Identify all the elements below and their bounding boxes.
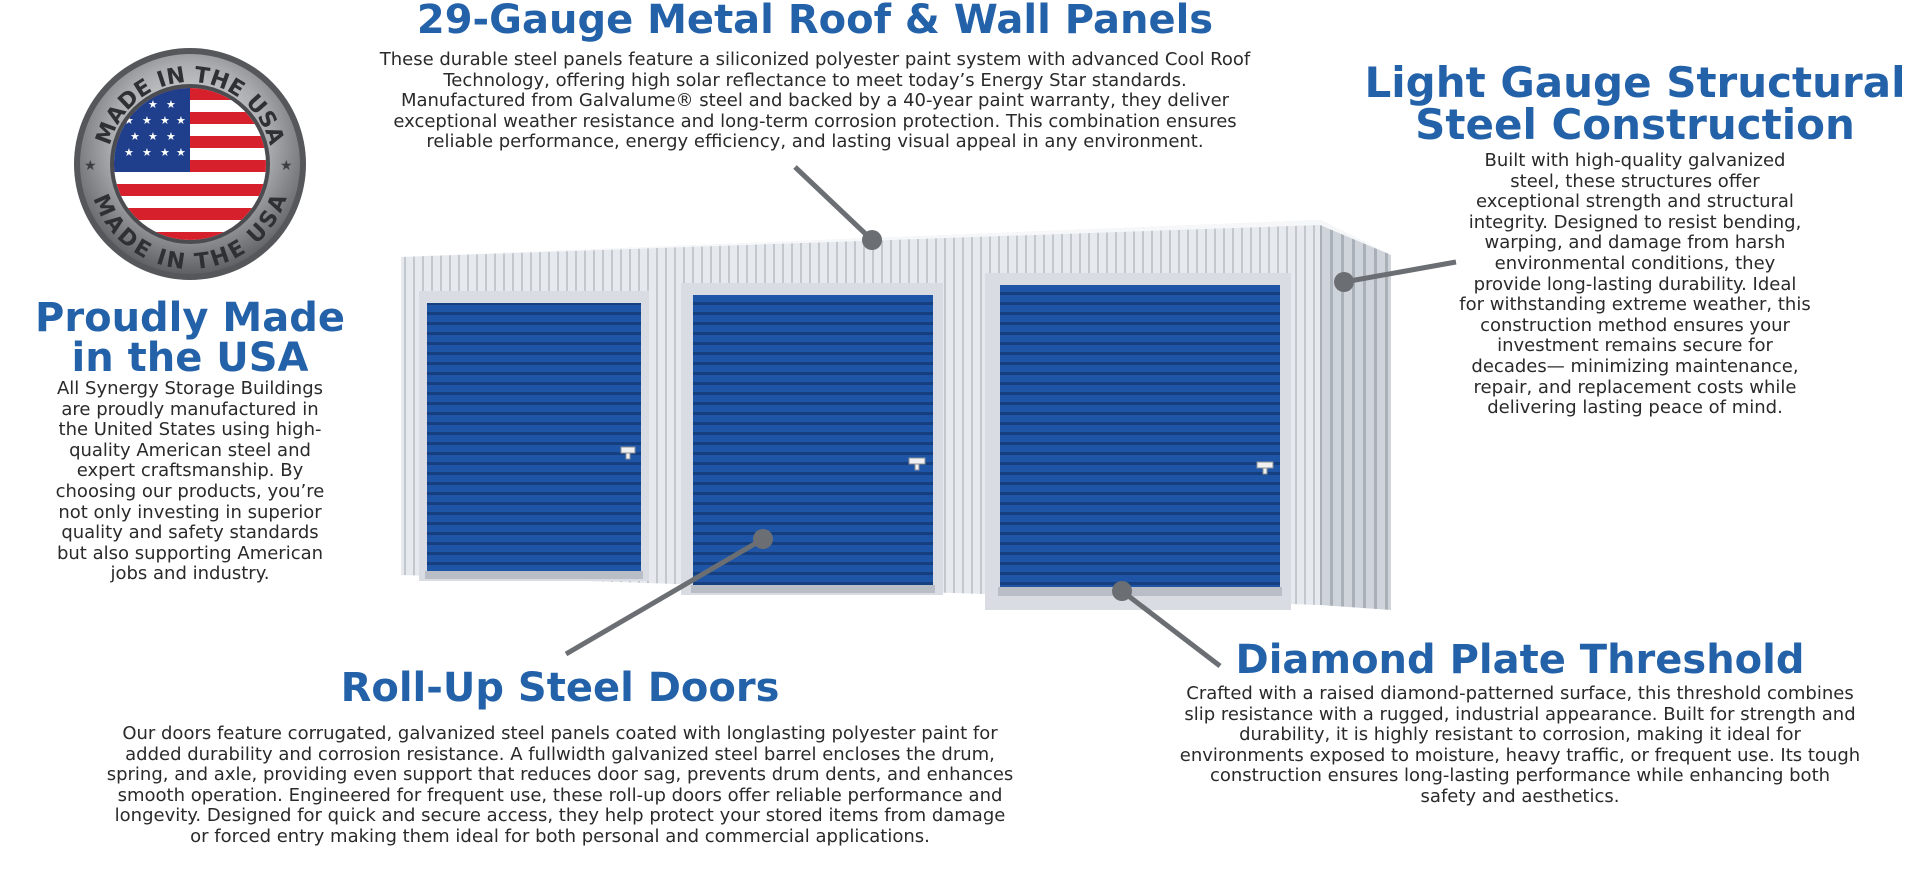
- text-line: the United States using high-: [58, 419, 322, 441]
- made-in-usa-description: All Synergy Storage Buildings are proudl…: [20, 378, 360, 585]
- roll-up-doors-description: Our doors feature corrugated, galvanized…: [40, 723, 1080, 848]
- svg-text:★: ★: [160, 146, 170, 159]
- text-line: quality and safety standards: [61, 522, 319, 544]
- svg-text:★: ★: [142, 146, 152, 159]
- text-line: Technology, offering high solar reflecta…: [443, 69, 1187, 91]
- text-line: environmental conditions, they: [1494, 252, 1776, 274]
- text-line: or forced entry making them ideal for bo…: [190, 825, 930, 847]
- text-line: All Synergy Storage Buildings: [56, 378, 324, 399]
- svg-text:★: ★: [124, 114, 134, 127]
- text-line: construction ensures long-lasting perfor…: [1209, 765, 1831, 787]
- text-line: durability, it is highly resistant to co…: [1239, 724, 1801, 746]
- threshold-description: Crafted with a raised diamond-patterned …: [1140, 683, 1900, 808]
- text-line: choosing our products, you’re: [55, 480, 325, 502]
- roof-panels-description: These durable steel panels feature a sil…: [300, 49, 1330, 153]
- svg-text:★: ★: [280, 158, 293, 174]
- made-in-usa-title: Proudly Made in the USA: [20, 298, 360, 378]
- roll-up-door-3: [1000, 285, 1280, 590]
- text-line: for withstanding extreme weather, this: [1459, 294, 1811, 316]
- text-line: are proudly manufactured in: [61, 398, 319, 420]
- text-line: exceptional strength and structural: [1476, 191, 1794, 213]
- svg-text:★: ★: [176, 114, 186, 127]
- text-line: Manufactured from Galvalume® steel and b…: [400, 90, 1230, 112]
- text-line: quality American steel and: [69, 439, 311, 461]
- text-line: steel, these structures offer: [1510, 170, 1760, 192]
- text-line: environments exposed to moisture, heavy …: [1179, 744, 1861, 766]
- text-line: construction method ensures your: [1480, 314, 1790, 336]
- text-line: Built with high-quality galvanized: [1484, 150, 1786, 171]
- text-line: integrity. Designed to resist bending,: [1468, 211, 1802, 233]
- roll-up-doors-title: Roll-Up Steel Doors: [340, 665, 780, 711]
- svg-text:★: ★: [148, 98, 158, 111]
- text-line: slip resistance with a rugged, industria…: [1184, 703, 1856, 725]
- svg-text:★: ★: [176, 146, 186, 159]
- text-line: jobs and industry.: [110, 563, 270, 585]
- storage-building-illustration: [401, 220, 1391, 610]
- svg-text:★: ★: [160, 114, 170, 127]
- text-line: added durability and corrosion resistanc…: [125, 743, 995, 765]
- text-line: Our doors feature corrugated, galvanized…: [122, 723, 998, 744]
- text-line: but also supporting American: [56, 542, 324, 564]
- text-line: These durable steel panels feature a sil…: [379, 49, 1251, 70]
- text-line: repair, and replacement costs while: [1473, 376, 1797, 398]
- text-line: provide long-lasting durability. Ideal: [1473, 273, 1797, 295]
- text-line: smooth operation. Engineered for frequen…: [117, 784, 1003, 806]
- title-line: Light Gauge Structural: [1364, 58, 1906, 107]
- svg-text:★: ★: [124, 146, 134, 159]
- text-line: Crafted with a raised diamond-patterned …: [1186, 683, 1854, 704]
- text-line: exceptional weather resistance and long-…: [393, 110, 1237, 132]
- title-line: Steel Construction: [1415, 100, 1855, 149]
- roll-up-door-2: [693, 295, 933, 587]
- text-line: decades— minimizing maintenance,: [1471, 355, 1799, 377]
- text-line: longevity. Designed for quick and secure…: [114, 805, 1006, 827]
- text-line: safety and aesthetics.: [1420, 785, 1620, 807]
- text-line: warping, and damage from harsh: [1484, 232, 1786, 254]
- text-line: delivering lasting peace of mind.: [1487, 397, 1783, 419]
- made-in-usa-badge: ★★★ ★★★★ ★★★ ★★★★ ★★ MADE IN THE USA MAD…: [74, 48, 306, 280]
- svg-text:★: ★: [148, 130, 158, 143]
- svg-text:★: ★: [142, 114, 152, 127]
- text-line: expert craftsmanship. By: [76, 460, 304, 482]
- svg-text:★: ★: [84, 158, 97, 174]
- title-line: Proudly Made: [35, 295, 345, 341]
- svg-text:★: ★: [166, 130, 176, 143]
- text-line: reliable performance, energy efficiency,…: [426, 131, 1204, 153]
- text-line: not only investing in superior: [58, 501, 322, 523]
- title-line: in the USA: [71, 335, 309, 381]
- structural-description: Built with high-quality galvanized steel…: [1420, 150, 1850, 419]
- door-latch-icon: [620, 446, 1274, 475]
- structural-title: Light Gauge Structural Steel Constructio…: [1360, 62, 1910, 146]
- text-line: spring, and axle, providing even support…: [106, 764, 1014, 786]
- text-line: investment remains secure for: [1497, 335, 1773, 357]
- roof-panels-title: 29-Gauge Metal Roof & Wall Panels: [416, 0, 1214, 43]
- svg-text:★: ★: [130, 130, 140, 143]
- svg-text:★: ★: [166, 98, 176, 111]
- threshold-title: Diamond Plate Threshold: [1235, 637, 1805, 683]
- roll-up-door-1: [427, 303, 641, 573]
